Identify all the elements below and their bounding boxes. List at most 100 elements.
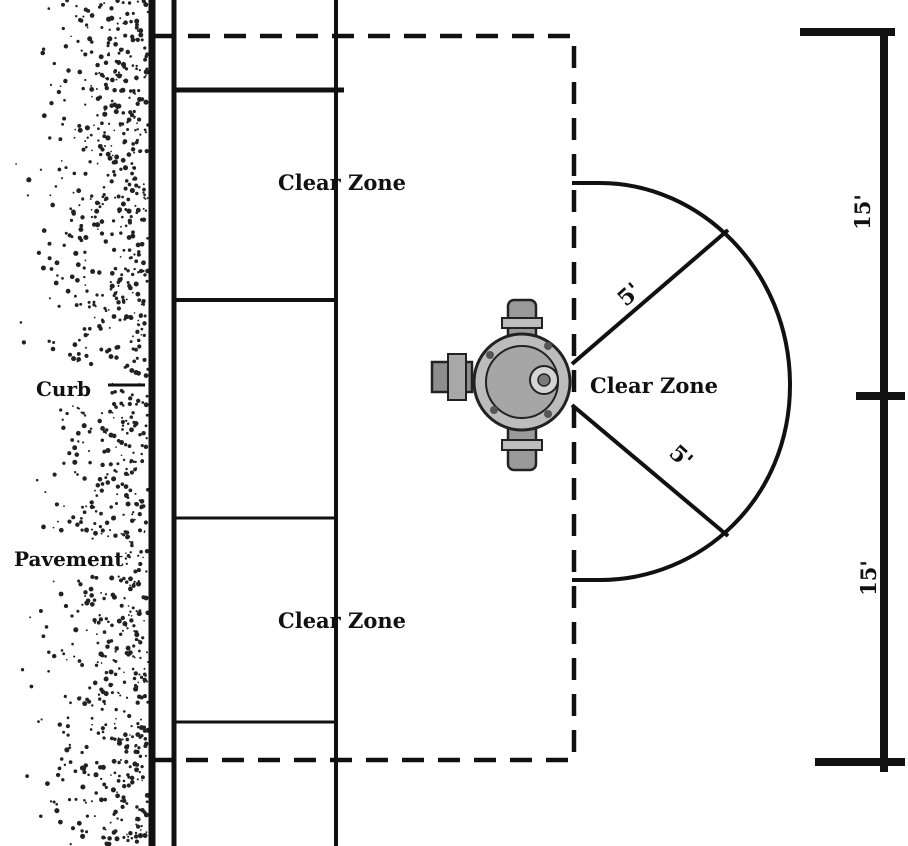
pavement-dot <box>47 669 50 673</box>
pavement-dot <box>88 361 94 367</box>
pavement-dot <box>136 611 142 617</box>
pavement-dot <box>142 725 147 730</box>
pavement-dot <box>110 150 112 153</box>
pavement-dot <box>99 152 103 157</box>
pavement-dot <box>101 195 105 199</box>
pavement-dot <box>139 675 144 680</box>
pavement-dot <box>51 653 57 659</box>
pavement-dot <box>106 173 110 177</box>
pavement-dot <box>145 800 149 804</box>
pavement-dot <box>140 459 145 464</box>
pavement-dot <box>82 476 87 481</box>
pavement-dot <box>141 504 146 508</box>
pavement-dot <box>145 413 149 417</box>
pavement-dot <box>108 51 110 54</box>
pavement-dot <box>87 429 92 434</box>
pavement-dot <box>88 686 92 690</box>
pavement-dot <box>81 603 84 606</box>
pavement-dot <box>111 758 117 764</box>
pavement-dot <box>100 462 105 468</box>
pavement-dot <box>121 295 125 299</box>
pavement-dot <box>127 473 130 476</box>
pavement-dot <box>121 629 125 632</box>
pavement-dot <box>117 738 122 743</box>
pavement-dot <box>136 252 141 257</box>
pavement-dot <box>139 549 143 554</box>
pavement-dot <box>85 830 89 834</box>
pavement-dot <box>129 340 133 344</box>
pavement-dot <box>83 275 86 279</box>
pavement-dot <box>89 13 95 18</box>
pavement-dot <box>84 78 87 82</box>
pavement-dot <box>49 194 52 197</box>
pavement-dot <box>110 623 114 628</box>
pavement-dot <box>90 40 94 44</box>
pavement-dot <box>131 606 135 610</box>
pavement-dot <box>102 449 107 454</box>
pavement-dot <box>112 401 117 407</box>
pavement-dot <box>124 557 128 560</box>
pavement-dot <box>115 793 120 799</box>
pavement-dot <box>131 35 134 38</box>
pavement-dot <box>130 541 134 545</box>
pavement-dot <box>138 640 143 645</box>
pavement-dot <box>120 454 123 457</box>
pavement-dot <box>126 627 129 630</box>
pavement-dot <box>26 194 30 197</box>
pavement-dot <box>108 28 111 31</box>
pavement-dot <box>73 250 79 256</box>
pavement-dot <box>106 44 110 48</box>
pavement-dot <box>121 298 126 303</box>
pavement-dot <box>111 433 117 439</box>
pavement-dot <box>130 724 133 728</box>
clear-zone-label-bottom: Clear Zone <box>278 608 406 633</box>
pavement-dot <box>133 629 136 633</box>
pavement-dot <box>127 650 133 656</box>
pavement-dot <box>123 186 128 191</box>
pavement-dot <box>84 125 90 131</box>
pavement-dot <box>40 265 46 271</box>
pavement-dot <box>61 2 65 7</box>
pavement-dot <box>80 49 83 52</box>
pavement-dot <box>120 225 122 228</box>
pavement-dot <box>141 260 146 266</box>
pavement-dot <box>106 77 109 79</box>
pavement-dot <box>104 593 108 596</box>
pavement-dot <box>132 166 137 170</box>
pavement-dot <box>122 65 127 69</box>
pavement-dot <box>84 140 87 143</box>
pavement-dot <box>91 723 94 726</box>
pavement-dot <box>127 182 132 187</box>
pavement-dot <box>106 53 111 57</box>
pavement-dot <box>77 440 80 443</box>
pavement-dot <box>131 11 135 15</box>
pavement-dot <box>128 315 134 321</box>
pavement-dot <box>79 520 83 525</box>
pavement-dot <box>120 799 123 803</box>
pavement-dot <box>100 121 104 126</box>
pavement-dot <box>82 701 88 707</box>
pavement-dot <box>104 77 107 80</box>
pavement-dot <box>137 639 140 642</box>
pavement-dot <box>41 634 46 639</box>
pavement-dot <box>84 259 87 262</box>
pavement-dot <box>123 317 127 321</box>
pavement-dot <box>133 834 139 839</box>
pavement-dot <box>130 393 134 397</box>
pavement-dot <box>134 502 140 507</box>
pavement-dot <box>73 769 78 774</box>
pavement-dot <box>136 370 142 376</box>
pavement-dot <box>119 603 124 608</box>
pavement-dot <box>110 515 117 521</box>
pavement-dot <box>98 71 101 74</box>
pavement-dot <box>126 128 130 131</box>
pavement-dot <box>109 821 112 824</box>
pavement-dot <box>100 662 103 664</box>
pavement-dot <box>138 673 141 676</box>
pavement-dot <box>63 505 65 508</box>
pavement-dot <box>52 472 57 477</box>
pavement-dot <box>65 658 68 661</box>
pavement-dot <box>96 228 99 231</box>
pavement-dot <box>120 157 126 163</box>
pavement-dot <box>120 87 126 93</box>
